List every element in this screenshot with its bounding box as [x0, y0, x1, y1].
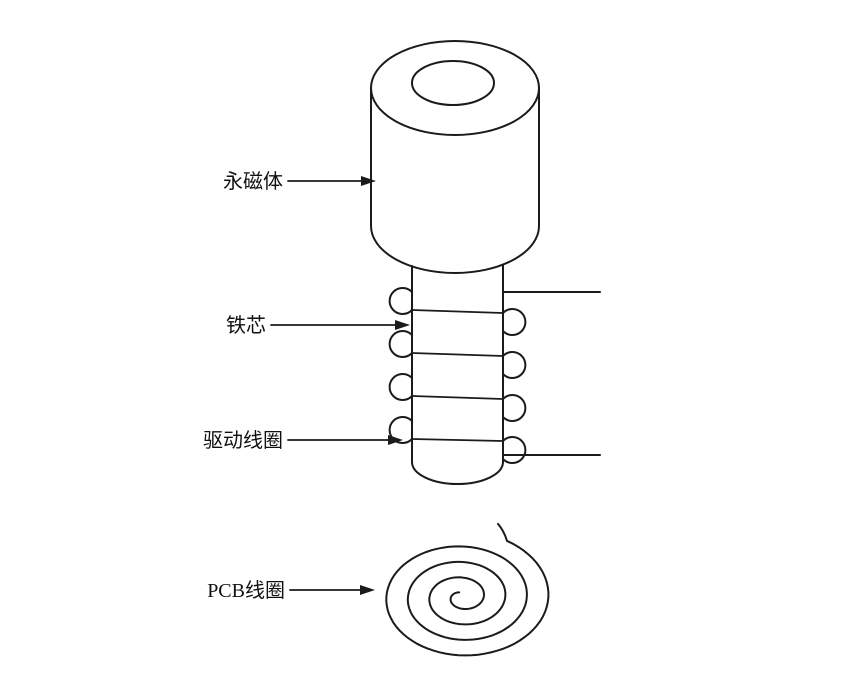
pcb-coil-spiral	[385, 522, 550, 657]
arrow-head-icon	[361, 176, 376, 186]
magnet-bottom-edge	[370, 225, 540, 274]
coil-loop-right	[502, 394, 527, 422]
iron-core	[411, 264, 504, 485]
arrow-head-icon	[395, 320, 410, 330]
permanent-magnet-label: 永磁体	[223, 170, 283, 193]
pcb-coil-label: PCB线圈	[207, 579, 285, 602]
permanent-magnet	[370, 40, 540, 274]
coil-loop-right	[502, 351, 527, 379]
pcb-coil	[385, 522, 550, 657]
coil-loop-right	[502, 436, 527, 464]
coil-loop-left	[388, 373, 413, 401]
callout-permanent-magnet: 永磁体	[223, 170, 376, 193]
coil-loop-left	[388, 416, 413, 444]
coil-front-wire	[411, 352, 504, 357]
coil-front-wire	[411, 309, 504, 314]
iron-core-label: 铁芯	[226, 314, 266, 337]
drive-coil	[388, 287, 601, 464]
callout-iron-core: 铁芯	[226, 314, 410, 337]
magnet-top-rim	[370, 40, 540, 136]
callout-pcb-coil: PCB线圈	[207, 579, 375, 602]
coil-loop-right	[502, 308, 527, 336]
callout-drive-coil: 驱动线圈	[203, 429, 403, 452]
core-bottom-cap	[411, 461, 504, 485]
coil-front-wire	[411, 438, 504, 442]
arrow-head-icon	[388, 435, 403, 445]
arrow-head-icon	[360, 585, 375, 595]
coil-loop-left	[388, 330, 413, 358]
coil-loop-left	[388, 287, 413, 315]
coil-front-wire	[411, 395, 504, 400]
magnet-center-hole	[411, 60, 495, 106]
drive-coil-label: 驱动线圈	[203, 429, 283, 452]
